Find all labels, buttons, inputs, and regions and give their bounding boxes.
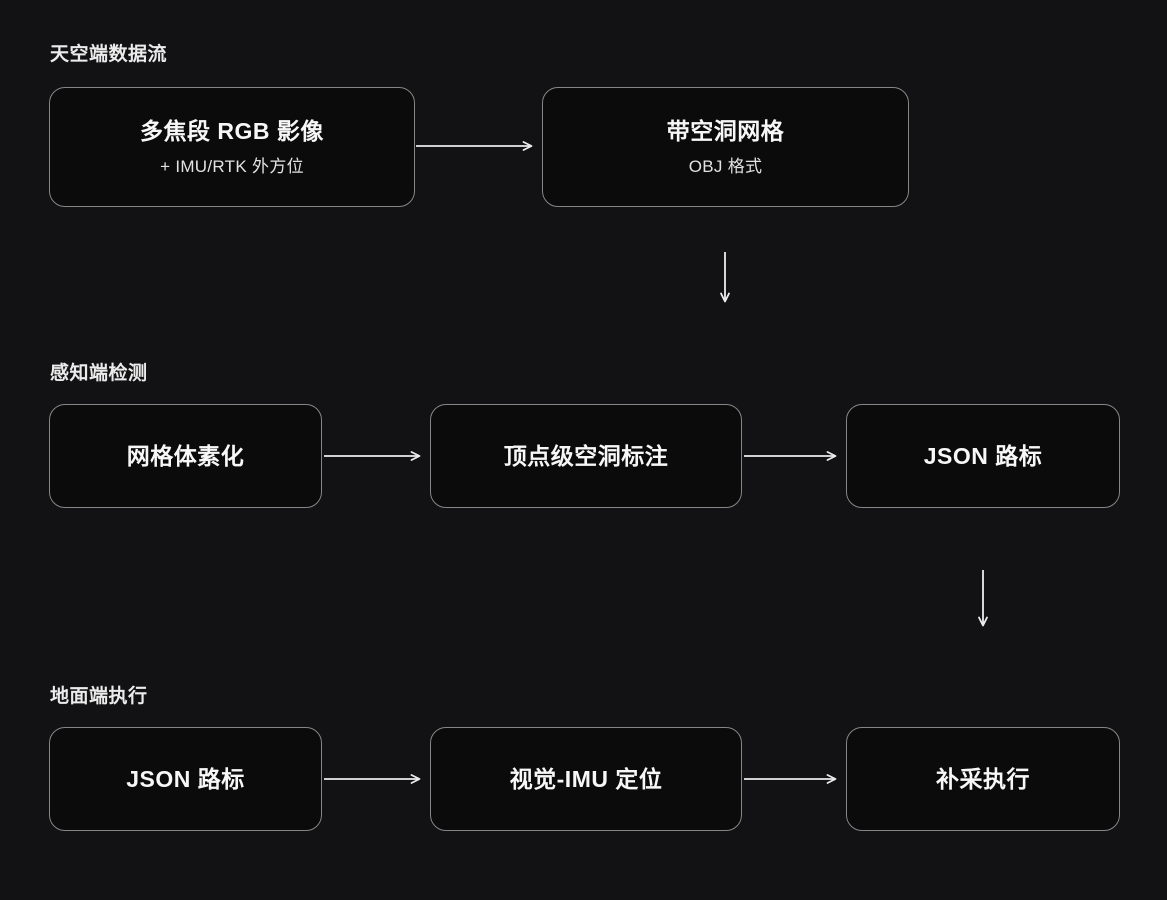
node-title: 视觉-IMU 定位 [509, 765, 663, 792]
node-mesh-voxelization: 网格体素化 [49, 404, 322, 508]
node-subtitle: + IMU/RTK 外方位 [160, 157, 304, 177]
node-title: 补采执行 [936, 765, 1030, 792]
section-label-ground-execution: 地面端执行 [50, 686, 148, 707]
node-title: JSON 路标 [126, 765, 245, 792]
node-title: JSON 路标 [923, 442, 1043, 469]
node-json-waypoints-perception: JSON 路标 [846, 404, 1120, 508]
node-title: 带空洞网格 [666, 117, 785, 144]
node-vertex-hole-annotation: 顶点级空洞标注 [430, 404, 742, 508]
node-title: 多焦段 RGB 影像 [140, 117, 324, 144]
node-title: 网格体素化 [126, 442, 245, 469]
section-label-sky-data-flow: 天空端数据流 [50, 44, 168, 65]
section-label-perception-detection: 感知端检测 [50, 363, 148, 384]
node-multifocal-rgb-images: 多焦段 RGB 影像 + IMU/RTK 外方位 [49, 87, 415, 207]
node-resample-execution: 补采执行 [846, 727, 1120, 831]
node-title: 顶点级空洞标注 [503, 442, 669, 469]
node-subtitle: OBJ 格式 [688, 157, 763, 177]
node-visual-imu-localization: 视觉-IMU 定位 [430, 727, 742, 831]
node-json-waypoints-ground: JSON 路标 [49, 727, 322, 831]
node-holed-mesh: 带空洞网格 OBJ 格式 [542, 87, 909, 207]
